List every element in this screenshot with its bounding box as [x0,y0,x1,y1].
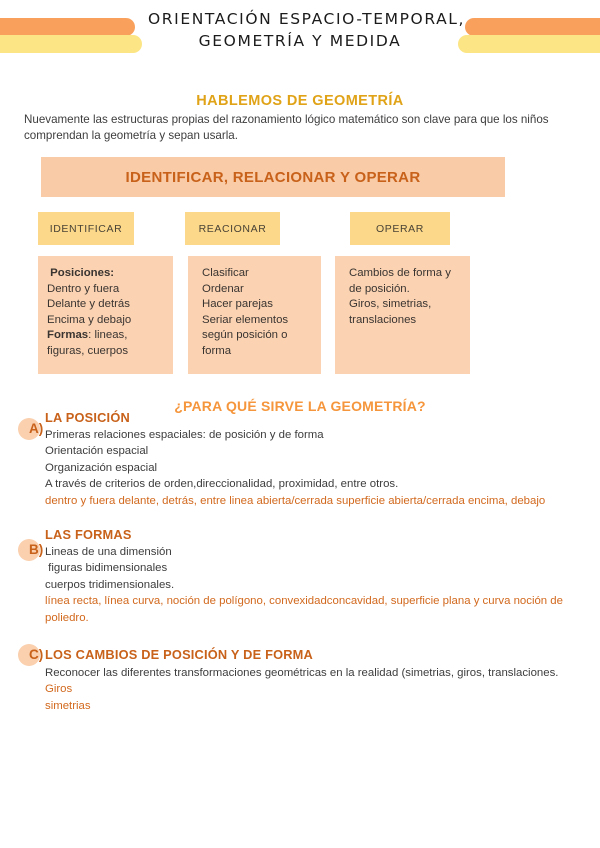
box1-formas-line: Formas: lineas, figuras, cuerpos [47,328,164,359]
header-decoration [0,0,600,62]
block-c-marker-circle [18,644,40,666]
box1-line-1: Dentro y fuera [47,282,120,295]
header-bar-left-orange [0,18,135,36]
block-c-body-plain: Reconocer las diferentes transformacione… [45,667,559,679]
block-b-marker-circle [18,539,40,561]
content-box-operar: Cambios de forma y de posición. Giros, s… [335,256,470,374]
chip-operar-label: OPERAR [376,222,424,235]
chip-operar[interactable]: OPERAR [350,212,450,245]
chip-identificar[interactable]: IDENTIFICAR [38,212,134,245]
block-b-marker-letter: B) [29,542,44,557]
box1-posiciones-label: Posiciones: [50,267,115,279]
box1-line-bold-1: Posiciones: [47,266,164,282]
box1-formas-rest: : lineas, figuras, cuerpos [47,329,129,357]
content-box-reacionar: Clasificar Ordenar Hacer parejas Seriar … [188,256,321,374]
box1-line-3: Encima y debajo [47,313,132,326]
block-a-body-plain: Primeras relaciones espaciales: de posic… [45,429,399,491]
banner-identificar-relacionar-operar: IDENTIFICAR, RELACIONAR Y OPERAR [41,157,505,197]
content-box-identificar: Posiciones: Dentro y fuera Delante y det… [38,256,173,374]
block-a-heading: LA POSICIÓN [45,410,130,425]
block-b-body-plain: Lineas de una dimensión figuras bidimens… [45,546,175,591]
box1-line-2: Delante y detrás [47,298,130,311]
block-a-body-highlight: dentro y fuera delante, detrás, entre li… [45,494,546,507]
page-title: ORIENTACIÓN ESPACIO-TEMPORAL, GEOMETRÍA … [148,2,466,60]
section-heading-para-que-sirve: ¿PARA QUÉ SIRVE LA GEOMETRÍA? [174,398,426,414]
block-b-body-highlight: línea recta, línea curva, noción de polí… [45,595,567,624]
chip-identificar-label: IDENTIFICAR [49,222,123,235]
intro-heading: HABLEMOS DE GEOMETRÍA [196,93,404,109]
box2-lines: Clasificar Ordenar Hacer parejas Seriar … [202,267,289,357]
block-a-marker-circle [18,418,40,440]
header-bar-right-orange [465,18,600,36]
block-b-body: Lineas de una dimensión figuras bidimens… [45,544,585,626]
page-title-line-1: ORIENTACIÓN ESPACIO-TEMPORAL, [148,10,466,28]
block-c-body: Reconocer las diferentes transformacione… [45,665,585,714]
block-c-marker-letter: C) [29,647,44,662]
intro-paragraph: Nuevamente las estructuras propias del r… [24,113,549,142]
block-a-body: Primeras relaciones espaciales: de posic… [45,427,585,509]
block-c-body-highlight: Giros simetrias [45,683,91,712]
block-a-marker-letter: A) [29,421,44,436]
page-title-line-2: GEOMETRÍA Y MEDIDA [198,32,402,50]
box3-lines: Cambios de forma y de posición. Giros, s… [349,267,451,326]
chip-reacionar-label: REACIONAR [198,222,267,235]
box1-formas-label: Formas [47,329,89,342]
banner-label: IDENTIFICAR, RELACIONAR Y OPERAR [125,168,421,186]
header-bar-right-yellow [458,35,600,53]
header-bar-left-yellow [0,35,142,53]
block-c-heading: LOS CAMBIOS DE POSICIÓN Y DE FORMA [45,647,313,662]
chip-reacionar[interactable]: REACIONAR [185,212,280,245]
block-b-heading: LAS FORMAS [45,527,132,542]
